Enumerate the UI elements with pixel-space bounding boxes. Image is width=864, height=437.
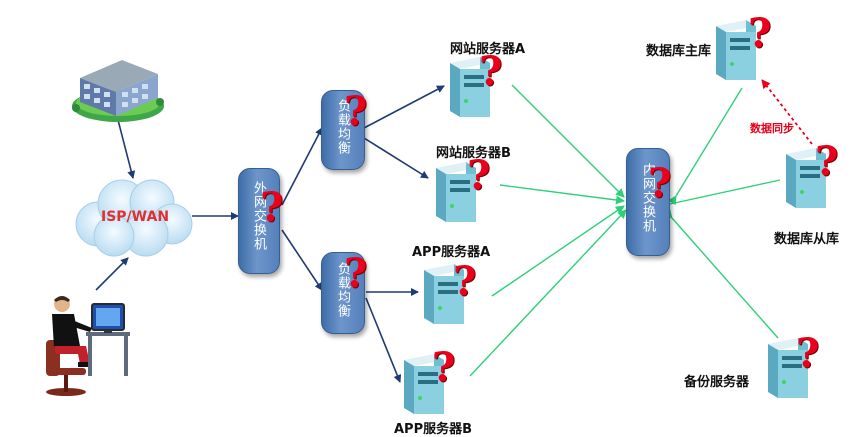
link-user-to-isp (95, 257, 129, 291)
question-mark-icon: ? (344, 88, 368, 135)
load-balancer-bottom-label: 负载均衡 (335, 262, 350, 318)
isp-wan-label: ISP/WAN (101, 209, 170, 225)
building-icon (72, 60, 164, 122)
question-mark-icon: ? (453, 258, 477, 305)
link-lb-top-to-web-a (363, 85, 445, 129)
link-lb-top-to-web-b (363, 137, 429, 179)
link-web-a-to-inner (511, 84, 625, 198)
question-mark-icon: ? (344, 250, 368, 297)
db-master-icon (716, 20, 756, 80)
load-balancer-top: 负载均衡 (321, 90, 365, 170)
app-server-a-label: APP服务器A (412, 245, 491, 260)
db-slave-icon (786, 148, 826, 208)
question-mark-icon: ? (467, 152, 491, 199)
question-mark-icon: ? (648, 160, 672, 207)
link-app-a-to-inner (491, 205, 625, 297)
load-balancer-bottom: 负载均衡 (321, 252, 365, 334)
link-building-to-isp (117, 119, 136, 179)
question-mark-icon: ? (260, 184, 284, 231)
link-inner-to-backup (663, 209, 779, 339)
app-server-b-label: APP服务器B (394, 422, 473, 437)
app-server-a-icon (424, 264, 464, 324)
db-slave-label: 数据库从库 (774, 232, 840, 247)
outer-switch-label: 外网交换机 (251, 181, 266, 251)
question-mark-icon: ? (815, 138, 839, 185)
link-outer-to-lb-bottom (281, 229, 323, 291)
inner-switch: 内网交换机 (626, 148, 670, 256)
web-server-b-icon (436, 162, 476, 222)
link-web-b-to-inner (499, 184, 625, 205)
load-balancer-top-label: 负载均衡 (335, 99, 350, 155)
inner-switch-label: 内网交换机 (640, 163, 655, 233)
question-mark-icon: ? (796, 330, 820, 377)
question-mark-icon: ? (432, 344, 456, 391)
link-inner-to-db-master (667, 87, 743, 206)
link-outer-to-lb-top (281, 127, 323, 206)
question-mark-icon: ? (479, 48, 503, 95)
outer-switch: 外网交换机 (238, 168, 280, 274)
web-server-a-icon (450, 57, 490, 117)
link-lb-bottom-to-app-b (365, 297, 402, 383)
user-workstation-icon (46, 296, 130, 396)
question-mark-icon: ? (748, 10, 772, 57)
cloud-icon (75, 179, 193, 257)
link-app-b-to-inner (469, 209, 627, 377)
link-db-sync (761, 79, 813, 145)
app-server-b-icon (404, 354, 444, 414)
link-inner-to-db-slave (661, 179, 781, 211)
web-server-b-label: 网站服务器B (436, 146, 511, 161)
db-master-label: 数据库主库 (646, 44, 712, 59)
backup-server-label: 备份服务器 (684, 375, 750, 390)
web-server-a-label: 网站服务器A (450, 42, 526, 57)
backup-server-icon (768, 338, 808, 398)
data-sync-label: 数据同步 (750, 122, 794, 135)
